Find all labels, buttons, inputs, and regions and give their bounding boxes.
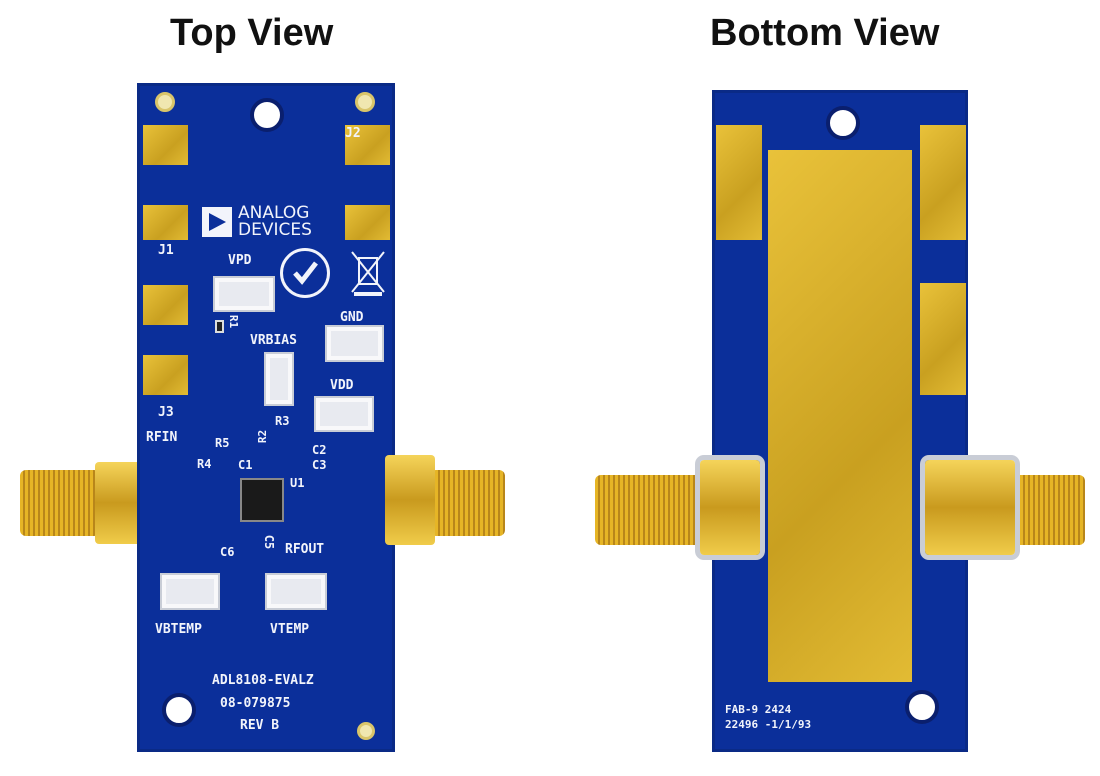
- j1-pad: [143, 205, 188, 240]
- r4-label: R4: [197, 457, 212, 471]
- vrbias-test-point: [264, 352, 294, 406]
- c6-label: C6: [220, 545, 235, 559]
- rfin-sma-connector: [20, 470, 100, 536]
- j1-label: J1: [158, 243, 174, 258]
- rohs-seal-icon: [280, 248, 330, 298]
- c1-label: C1: [238, 458, 253, 472]
- mounting-hole: [162, 693, 196, 727]
- rfin-sma-body: [95, 462, 145, 544]
- ground-plane-pad: [768, 150, 912, 682]
- top-view-title: Top View: [170, 12, 334, 54]
- vbtemp-label: VBTEMP: [155, 622, 202, 637]
- gnd-label: GND: [340, 310, 364, 325]
- rfout-label: RFOUT: [285, 542, 325, 557]
- board-code: 22496 -1/1/93: [725, 718, 812, 731]
- j2-label: J2: [345, 126, 361, 141]
- revision: REV B: [240, 718, 280, 733]
- ground-pad: [920, 125, 966, 240]
- j3-label: J3: [158, 405, 174, 420]
- ground-pad: [920, 283, 966, 395]
- j2-pad: [345, 205, 390, 240]
- right-sma-body: [925, 460, 1015, 555]
- rfout-sma-connector: [430, 470, 505, 536]
- right-sma-connector: [1010, 475, 1085, 545]
- r2-label: R2: [256, 429, 270, 444]
- c2-label: C2: [312, 443, 327, 457]
- r3-label: R3: [275, 414, 290, 428]
- via: [155, 92, 175, 112]
- logo-line-2: DEVICES: [238, 220, 312, 240]
- vrbias-label: VRBIAS: [250, 333, 297, 348]
- c5-label: C5: [262, 534, 277, 550]
- j3-pad: [143, 355, 188, 395]
- j2-pad: [345, 125, 390, 165]
- rfout-sma-body: [385, 455, 435, 545]
- mounting-hole: [826, 106, 860, 140]
- ground-pad: [716, 125, 762, 240]
- vtemp-test-point: [265, 573, 327, 610]
- j3-pad: [143, 285, 188, 325]
- part-number: ADL8108-EVALZ: [212, 673, 314, 688]
- rfin-label: RFIN: [146, 430, 178, 445]
- vpd-label: VPD: [228, 253, 252, 268]
- weee-bin-icon: [350, 248, 386, 298]
- vdd-test-point: [314, 396, 374, 432]
- r1-label: R1: [227, 314, 241, 329]
- via: [355, 92, 375, 112]
- u1-amplifier-chip: [240, 478, 284, 522]
- u1-label: U1: [290, 476, 305, 490]
- mounting-hole: [250, 98, 284, 132]
- board-number: 08-079875: [220, 696, 291, 711]
- left-sma-connector: [595, 475, 710, 545]
- analog-devices-logo: ANALOG DEVICES: [238, 205, 312, 239]
- c3-label: C3: [312, 458, 327, 472]
- fab-code: FAB-9 2424: [725, 703, 792, 716]
- mounting-hole: [905, 690, 939, 724]
- vtemp-label: VTEMP: [270, 622, 310, 637]
- r5-label: R5: [215, 436, 230, 450]
- analog-devices-logo-icon: [202, 207, 232, 237]
- j2-pad: [143, 125, 188, 165]
- r1-resistor: [215, 320, 224, 333]
- vdd-label: VDD: [330, 378, 354, 393]
- logo-line-1: ANALOG: [238, 203, 310, 223]
- gnd-test-point: [325, 325, 384, 362]
- left-sma-body: [700, 460, 760, 555]
- vbtemp-test-point: [160, 573, 220, 610]
- bottom-view-title: Bottom View: [710, 12, 940, 54]
- vpd-test-point: [213, 276, 275, 312]
- via: [357, 722, 375, 740]
